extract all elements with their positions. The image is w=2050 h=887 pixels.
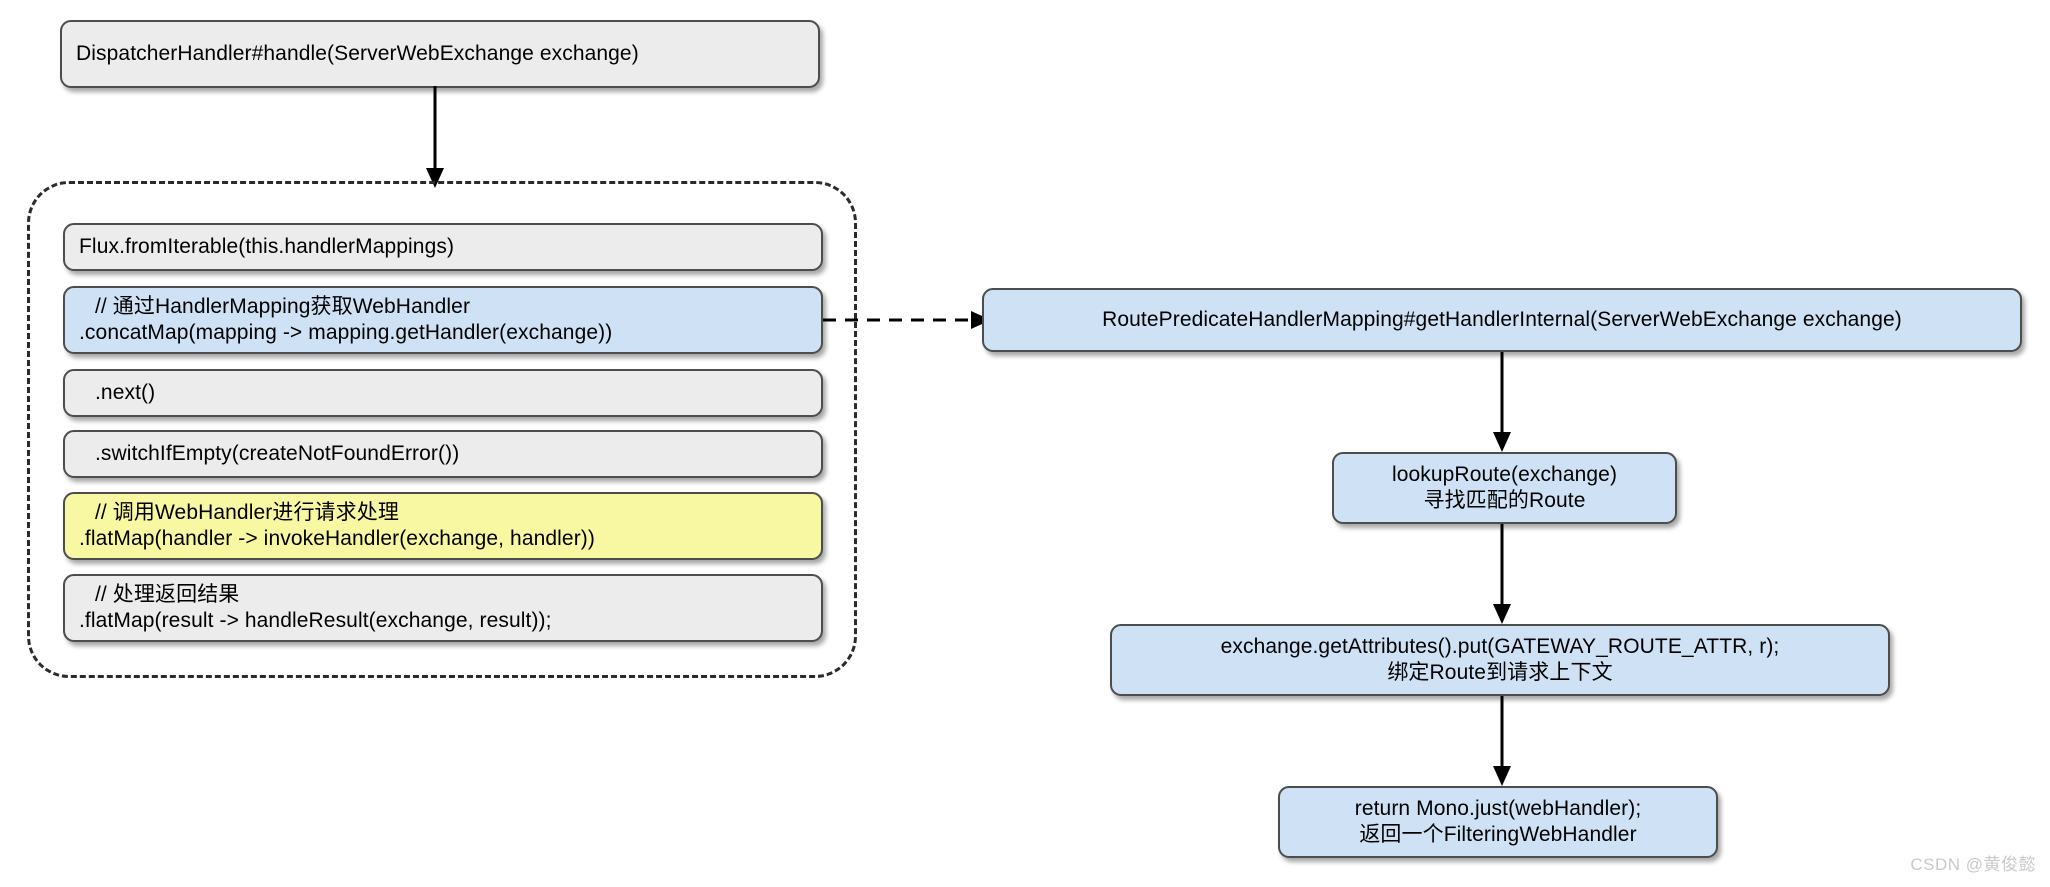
node-line-2: .concatMap(mapping -> mapping.getHandler…	[79, 321, 613, 344]
arrow-down-icon	[1493, 696, 1511, 786]
connector-gethandlerinternal-to-lookuproute	[1487, 352, 1517, 454]
node-return-mono-just[interactable]: return Mono.just(webHandler); 返回一个Filter…	[1278, 786, 1718, 858]
node-line-1: // 调用WebHandler进行请求处理	[95, 501, 399, 525]
arrow-down-icon	[426, 86, 444, 188]
node-line-1: // 处理返回结果	[95, 583, 240, 607]
node-flux-from-iterable[interactable]: Flux.fromIterable(this.handlerMappings)	[63, 223, 823, 271]
node-dispatcher-handler-handle[interactable]: DispatcherHandler#handle(ServerWebExchan…	[60, 20, 820, 88]
node-switch-if-empty[interactable]: .switchIfEmpty(createNotFoundError())	[63, 430, 823, 478]
node-line-2: 返回一个FilteringWebHandler	[1359, 823, 1637, 846]
node-line-1: Flux.fromIterable(this.handlerMappings)	[79, 235, 455, 259]
node-line-2: .flatMap(handler -> invokeHandler(exchan…	[79, 527, 595, 550]
node-line-2: .flatMap(result -> handleResult(exchange…	[79, 609, 552, 632]
node-line-2: 寻找匹配的Route	[1423, 489, 1586, 512]
group-container-dispatcher-chain	[27, 181, 857, 678]
node-line-1: return Mono.just(webHandler);	[1354, 797, 1642, 821]
connector-lookuproute-to-putattr	[1487, 524, 1517, 626]
node-put-gateway-route-attr[interactable]: exchange.getAttributes().put(GATEWAY_ROU…	[1110, 624, 1890, 696]
node-line-1: exchange.getAttributes().put(GATEWAY_ROU…	[1220, 635, 1780, 659]
node-flat-map-invoke-handler[interactable]: // 调用WebHandler进行请求处理 .flatMap(handler -…	[63, 492, 823, 560]
node-next[interactable]: .next()	[63, 369, 823, 417]
connector-entry-to-group	[420, 86, 450, 190]
node-line-1: .next()	[95, 381, 156, 405]
node-flat-map-handle-result[interactable]: // 处理返回结果 .flatMap(result -> handleResul…	[63, 574, 823, 642]
node-lookup-route[interactable]: lookupRoute(exchange) 寻找匹配的Route	[1332, 452, 1677, 524]
node-line-1: // 通过HandlerMapping获取WebHandler	[95, 295, 471, 319]
node-line-1: .switchIfEmpty(createNotFoundError())	[95, 442, 460, 466]
node-concat-map[interactable]: // 通过HandlerMapping获取WebHandler .concatM…	[63, 286, 823, 354]
node-line-2: 绑定Route到请求上下文	[1387, 661, 1613, 684]
node-label: DispatcherHandler#handle(ServerWebExchan…	[76, 42, 639, 66]
node-line-1: RoutePredicateHandlerMapping#getHandlerI…	[1102, 308, 1902, 332]
node-line-1: lookupRoute(exchange)	[1391, 463, 1618, 487]
watermark: CSDN @黄俊懿	[1910, 855, 2036, 874]
arrow-down-icon	[1493, 524, 1511, 624]
arrow-down-icon	[1493, 352, 1511, 452]
connector-putattr-to-returnmono	[1487, 696, 1517, 788]
node-route-predicate-handler-mapping[interactable]: RoutePredicateHandlerMapping#getHandlerI…	[982, 288, 2022, 352]
